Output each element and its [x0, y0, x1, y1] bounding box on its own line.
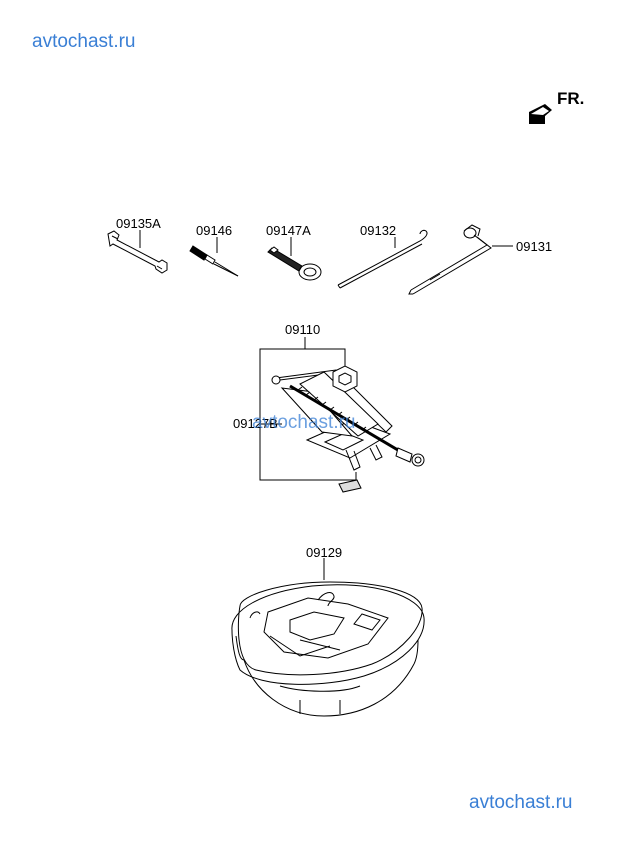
jack-rod-icon: [337, 229, 428, 289]
watermark-middle: avtochast.ru: [252, 412, 356, 433]
part-number-wheel-wrench: 09131: [516, 239, 553, 254]
front-direction-label: FR.: [557, 89, 585, 108]
wheel-wrench-icon: [408, 224, 513, 295]
wrench-icon: [107, 230, 168, 274]
jack-assembly-group: [259, 337, 425, 493]
part-number-screwdriver: 09146: [196, 223, 233, 238]
tow-hook-icon: [267, 237, 322, 281]
part-number-wrench: 09135A: [116, 216, 161, 231]
tool-case-icon: [231, 558, 425, 717]
watermark-bottom: avtochast.ru: [469, 792, 573, 813]
screwdriver-icon: [189, 237, 239, 277]
part-number-jack-assembly: 09110: [285, 322, 321, 337]
part-number-tow-hook: 09147A: [266, 223, 311, 238]
front-arrow-icon: [529, 104, 552, 124]
part-number-jack-rod: 09132: [360, 223, 397, 238]
watermark-top: avtochast.ru: [32, 31, 136, 52]
part-number-jack-handle: 09127B: [233, 416, 278, 431]
part-number-tool-case: 09129: [306, 545, 343, 560]
